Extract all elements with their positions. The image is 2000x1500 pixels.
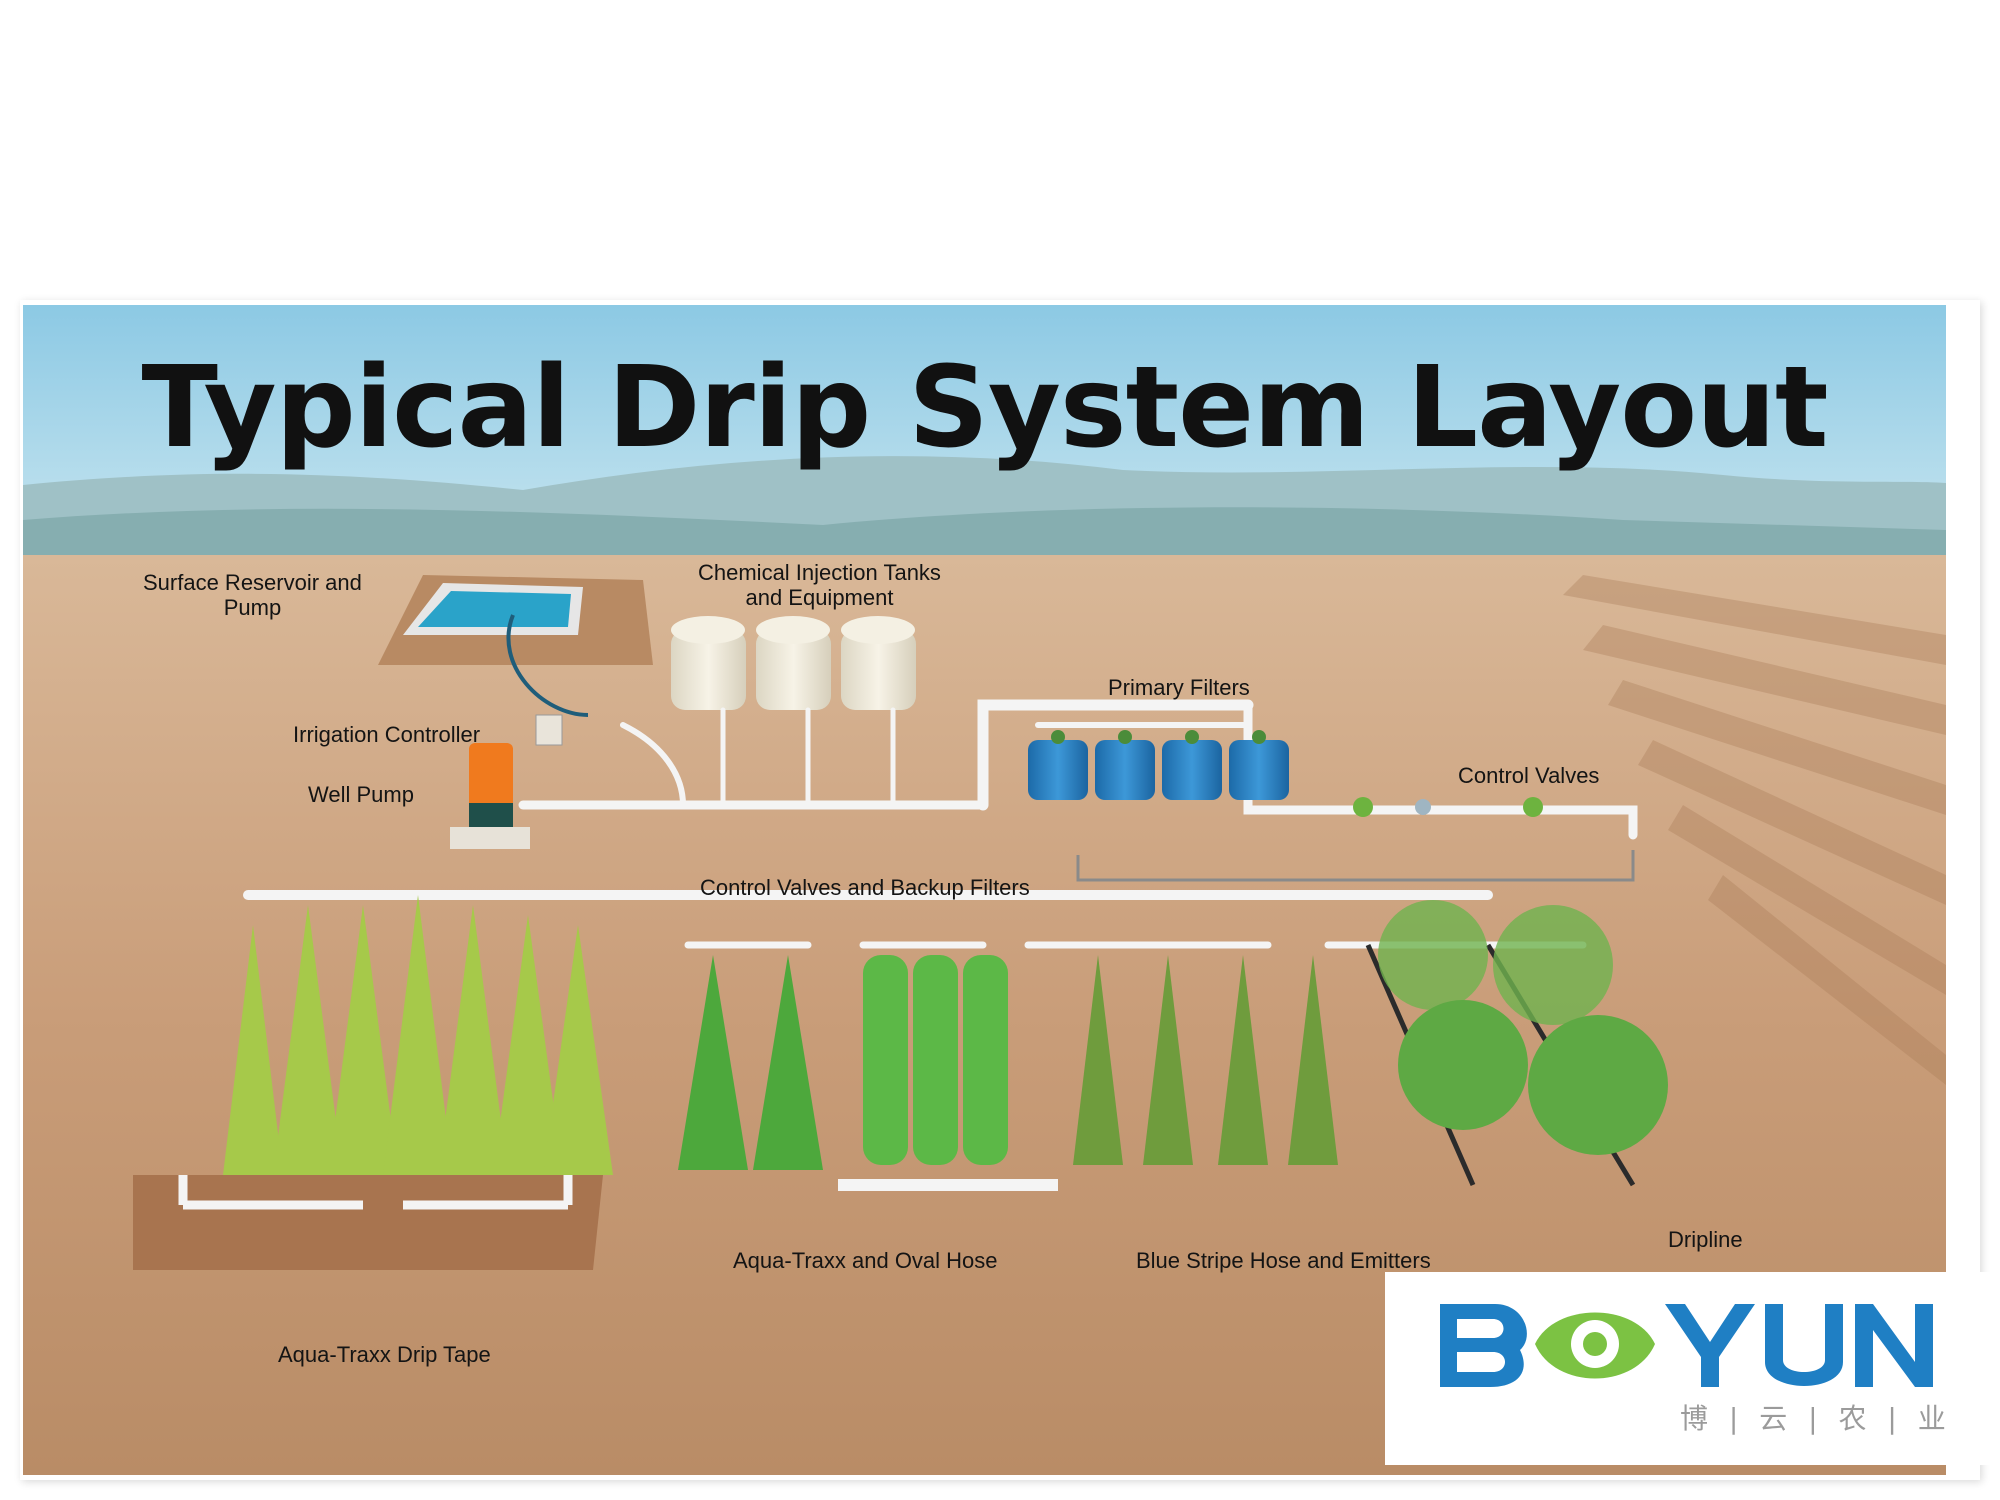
label-control-valves-backup-filters: Control Valves and Backup Filters <box>700 875 1030 900</box>
blue-stripe-field <box>1073 955 1338 1165</box>
drip-tape-field <box>133 895 613 1270</box>
field-rows <box>1563 575 1946 1085</box>
well-pump <box>450 743 530 849</box>
dripline-field <box>1365 900 1668 1187</box>
boyun-wordmark <box>1440 1304 1933 1387</box>
diagram-title: Typical Drip System Layout <box>141 343 1828 473</box>
label-aqua-traxx-oval-hose: Aqua-Traxx and Oval Hose <box>733 1248 998 1273</box>
label-dripline: Dripline <box>1668 1227 1743 1252</box>
label-blue-stripe-hose: Blue Stripe Hose and Emitters <box>1136 1248 1431 1273</box>
chemical-injection-tanks <box>671 616 916 710</box>
label-aqua-traxx-drip-tape: Aqua-Traxx Drip Tape <box>278 1342 491 1367</box>
primary-filters <box>1028 730 1289 800</box>
label-control-valves: Control Valves <box>1458 763 1600 788</box>
control-valves <box>1353 797 1543 817</box>
label-well-pump: Well Pump <box>308 782 414 807</box>
irrigation-controller-box <box>535 714 563 746</box>
connector-pipe <box>1076 850 1635 882</box>
label-primary-filters: Primary Filters <box>1108 675 1250 700</box>
label-irrigation-controller: Irrigation Controller <box>293 722 481 747</box>
logo-subtitle: 博 | 云 | 农 | 业 <box>1680 1402 1952 1435</box>
oval-hose-field <box>678 955 1058 1191</box>
boyun-logo: 博 | 云 | 农 | 业 <box>1385 1272 2000 1465</box>
surface-reservoir <box>378 575 653 717</box>
mountains-near <box>23 507 1946 570</box>
